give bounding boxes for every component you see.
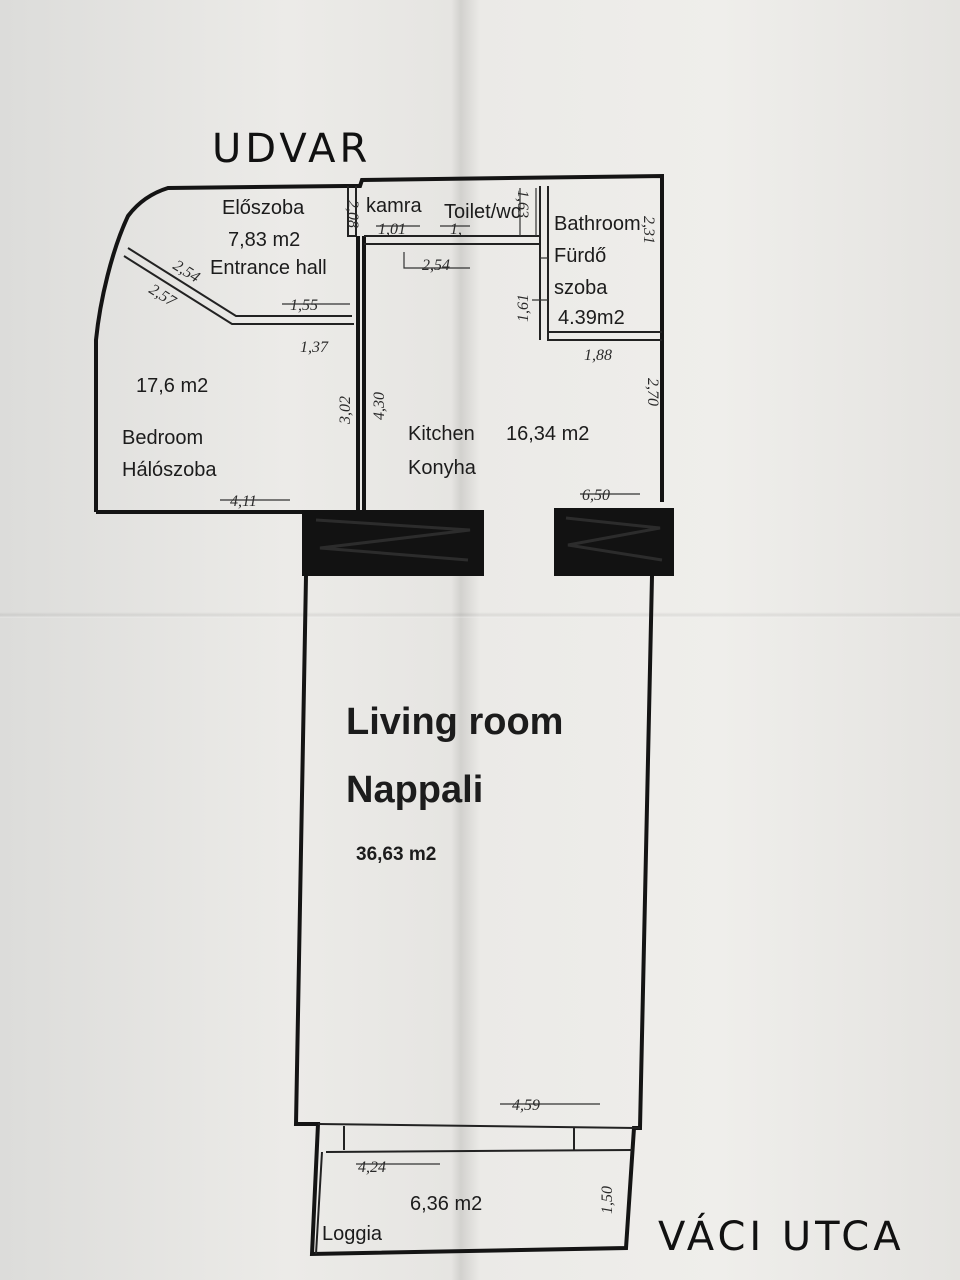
dim-1-61: 1,61	[515, 294, 532, 322]
dim-1: 1,	[450, 221, 462, 238]
kitchen-name-hu: Konyha	[408, 457, 477, 479]
courtyard-note: UDVAR	[212, 126, 371, 172]
entrance-area: 7,83 m2	[228, 229, 300, 251]
entrance-name-en: Entrance hall	[210, 257, 327, 279]
dim-1-01: 1,01	[378, 221, 406, 238]
loggia-area: 6,36 m2	[410, 1193, 482, 1215]
bathroom-name-hu-2: szoba	[554, 277, 608, 299]
bedroom-area: 17,6 m2	[136, 375, 208, 397]
dim-1-55: 1,55	[290, 297, 318, 314]
dim-4-30: 4,30	[371, 392, 388, 420]
dim-1-50: 1,50	[599, 1186, 616, 1214]
dim-2-70: 2,70	[644, 378, 661, 406]
bedroom-name-en: Bedroom	[122, 427, 203, 449]
dim-4-24: 4,24	[358, 1159, 386, 1176]
bathroom-name-en: Bathroom	[554, 213, 641, 235]
door-marks	[376, 188, 548, 301]
paper-fold	[0, 612, 960, 618]
dim-1-63: 1,63	[514, 190, 531, 218]
dim-2-31: 2,31	[640, 216, 657, 244]
bathroom-name-hu-1: Fürdő	[554, 245, 606, 267]
dim-2-54-diag: 2,54	[170, 257, 203, 286]
loggia-name: Loggia	[322, 1223, 383, 1245]
kitchen-name-en: Kitchen	[408, 423, 475, 445]
block-scribble	[315, 516, 663, 562]
entrance-wall	[123, 247, 354, 325]
entrance-name-hu: Előszoba	[222, 197, 305, 219]
living-area: 36,63 m2	[356, 844, 436, 865]
toilet-name: Toilet/wc	[444, 201, 521, 223]
dim-6-50: 6,50	[582, 487, 610, 504]
dim-4-59: 4,59	[512, 1097, 540, 1114]
dim-3-02: 3,02	[337, 396, 354, 425]
dim-2-54-toilet: 2,54	[422, 257, 450, 274]
dim-2-57: 2,57	[146, 281, 180, 311]
dim-1-37: 1,37	[300, 339, 329, 356]
pantry-name: kamra	[366, 195, 422, 217]
bedroom-name-hu: Hálószoba	[122, 459, 217, 481]
dim-2-08: 2,08	[344, 200, 361, 228]
living-name-en: Living room	[346, 701, 563, 743]
dim-4-11: 4,11	[230, 493, 257, 510]
street-note: VÁCI UTCA	[658, 1212, 905, 1260]
outer-wall	[94, 173, 664, 512]
dimension-lines	[220, 303, 640, 1165]
dim-1-88: 1,88	[584, 347, 612, 364]
bathroom-area: 4.39m2	[558, 307, 625, 329]
bedroom-kitchen-wall	[356, 236, 366, 512]
kitchen-area: 16,34 m2	[506, 423, 589, 445]
living-name-hu: Nappali	[346, 769, 483, 811]
loggia-wall	[315, 1123, 641, 1255]
pantry-wall	[347, 186, 662, 341]
